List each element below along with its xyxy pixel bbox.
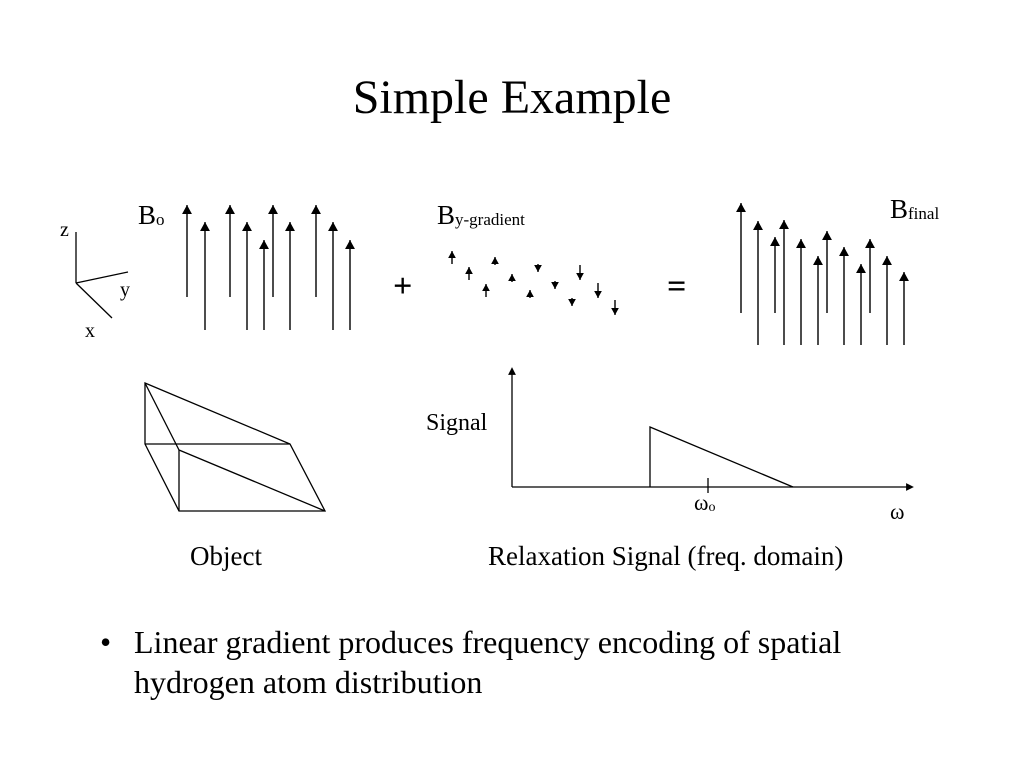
b-gradient-base: B xyxy=(437,200,455,230)
bullet-list: • Linear gradient produces frequency enc… xyxy=(100,622,960,702)
signal-plot xyxy=(508,367,914,493)
gradient-arrow xyxy=(551,281,559,289)
b-final-arrow xyxy=(770,237,780,313)
b-final-arrow xyxy=(753,221,763,345)
b0-arrow xyxy=(182,205,192,297)
b-final-arrow xyxy=(899,272,909,345)
gradient-arrow xyxy=(491,257,499,265)
gradient-field-arrows xyxy=(448,251,619,315)
b0-arrow xyxy=(200,222,210,330)
wedge-outline xyxy=(144,382,327,512)
b0-arrow xyxy=(311,205,321,297)
b-final-arrow xyxy=(822,231,832,313)
b0-arrow xyxy=(285,222,295,330)
y-axis-label: y xyxy=(120,279,130,301)
bullet-text: Linear gradient produces frequency encod… xyxy=(134,624,842,700)
b-final-arrow xyxy=(856,264,866,345)
b0-arrow xyxy=(345,240,355,330)
b0-arrow xyxy=(259,240,269,330)
b-gradient-subscript: y-gradient xyxy=(455,210,525,229)
b-final-arrow xyxy=(839,247,849,345)
signal-shape xyxy=(649,426,794,488)
relaxation-caption: Relaxation Signal (freq. domain) xyxy=(488,541,844,571)
gradient-arrow xyxy=(534,264,542,272)
y-axis xyxy=(75,271,129,284)
b-final-field-arrows xyxy=(736,203,909,345)
b-final-arrow xyxy=(736,203,746,313)
b-final-arrow xyxy=(865,239,875,313)
b0-arrow xyxy=(242,222,252,330)
b-final-arrow xyxy=(813,256,823,345)
slide-title: Simple Example xyxy=(352,71,672,124)
b0-arrow xyxy=(328,222,338,330)
object-caption: Object xyxy=(190,541,262,571)
b-final-arrow xyxy=(779,220,789,345)
b0-base: B xyxy=(138,200,156,230)
b0-arrow xyxy=(225,205,235,297)
b-final-base: B xyxy=(890,194,908,224)
plus-operator: + xyxy=(393,268,412,305)
omega-axis-label: ω xyxy=(890,499,904,524)
bullet-marker: • xyxy=(100,624,112,660)
b-final-arrow xyxy=(796,239,806,345)
b-final-arrow xyxy=(882,256,892,345)
object-wedge xyxy=(144,382,327,512)
wedge-edge-slope xyxy=(178,449,326,512)
x-axis xyxy=(75,282,113,319)
wedge-edge-diagonal xyxy=(144,382,180,451)
gradient-arrow xyxy=(482,284,490,297)
gradient-arrow xyxy=(594,283,602,298)
equals-operator: = xyxy=(667,268,686,305)
axes-3d xyxy=(75,232,129,319)
gradient-arrow xyxy=(568,298,576,306)
b-final-subscript: final xyxy=(908,204,939,223)
gradient-arrow xyxy=(448,251,456,264)
b0-arrow xyxy=(268,205,278,297)
b0-label: Bo xyxy=(138,200,165,230)
b-final-label: Bfinal xyxy=(890,194,939,224)
b0-field-arrows xyxy=(182,205,355,330)
gradient-arrow xyxy=(576,265,584,280)
omega0-subscript: o xyxy=(708,500,715,515)
gradient-arrow xyxy=(611,300,619,315)
omega0-label: ωo xyxy=(694,490,715,515)
gradient-arrow xyxy=(508,274,516,282)
gradient-arrow xyxy=(465,267,473,280)
signal-ylabel: Signal xyxy=(426,410,488,436)
b-gradient-label: By-gradient xyxy=(437,200,525,230)
bullet-item: • Linear gradient produces frequency enc… xyxy=(100,622,960,702)
x-axis-label: x xyxy=(85,320,95,342)
gradient-arrow xyxy=(526,290,534,298)
omega0-base: ω xyxy=(694,490,708,515)
b0-subscript: o xyxy=(156,210,165,229)
z-axis-label: z xyxy=(60,219,69,241)
